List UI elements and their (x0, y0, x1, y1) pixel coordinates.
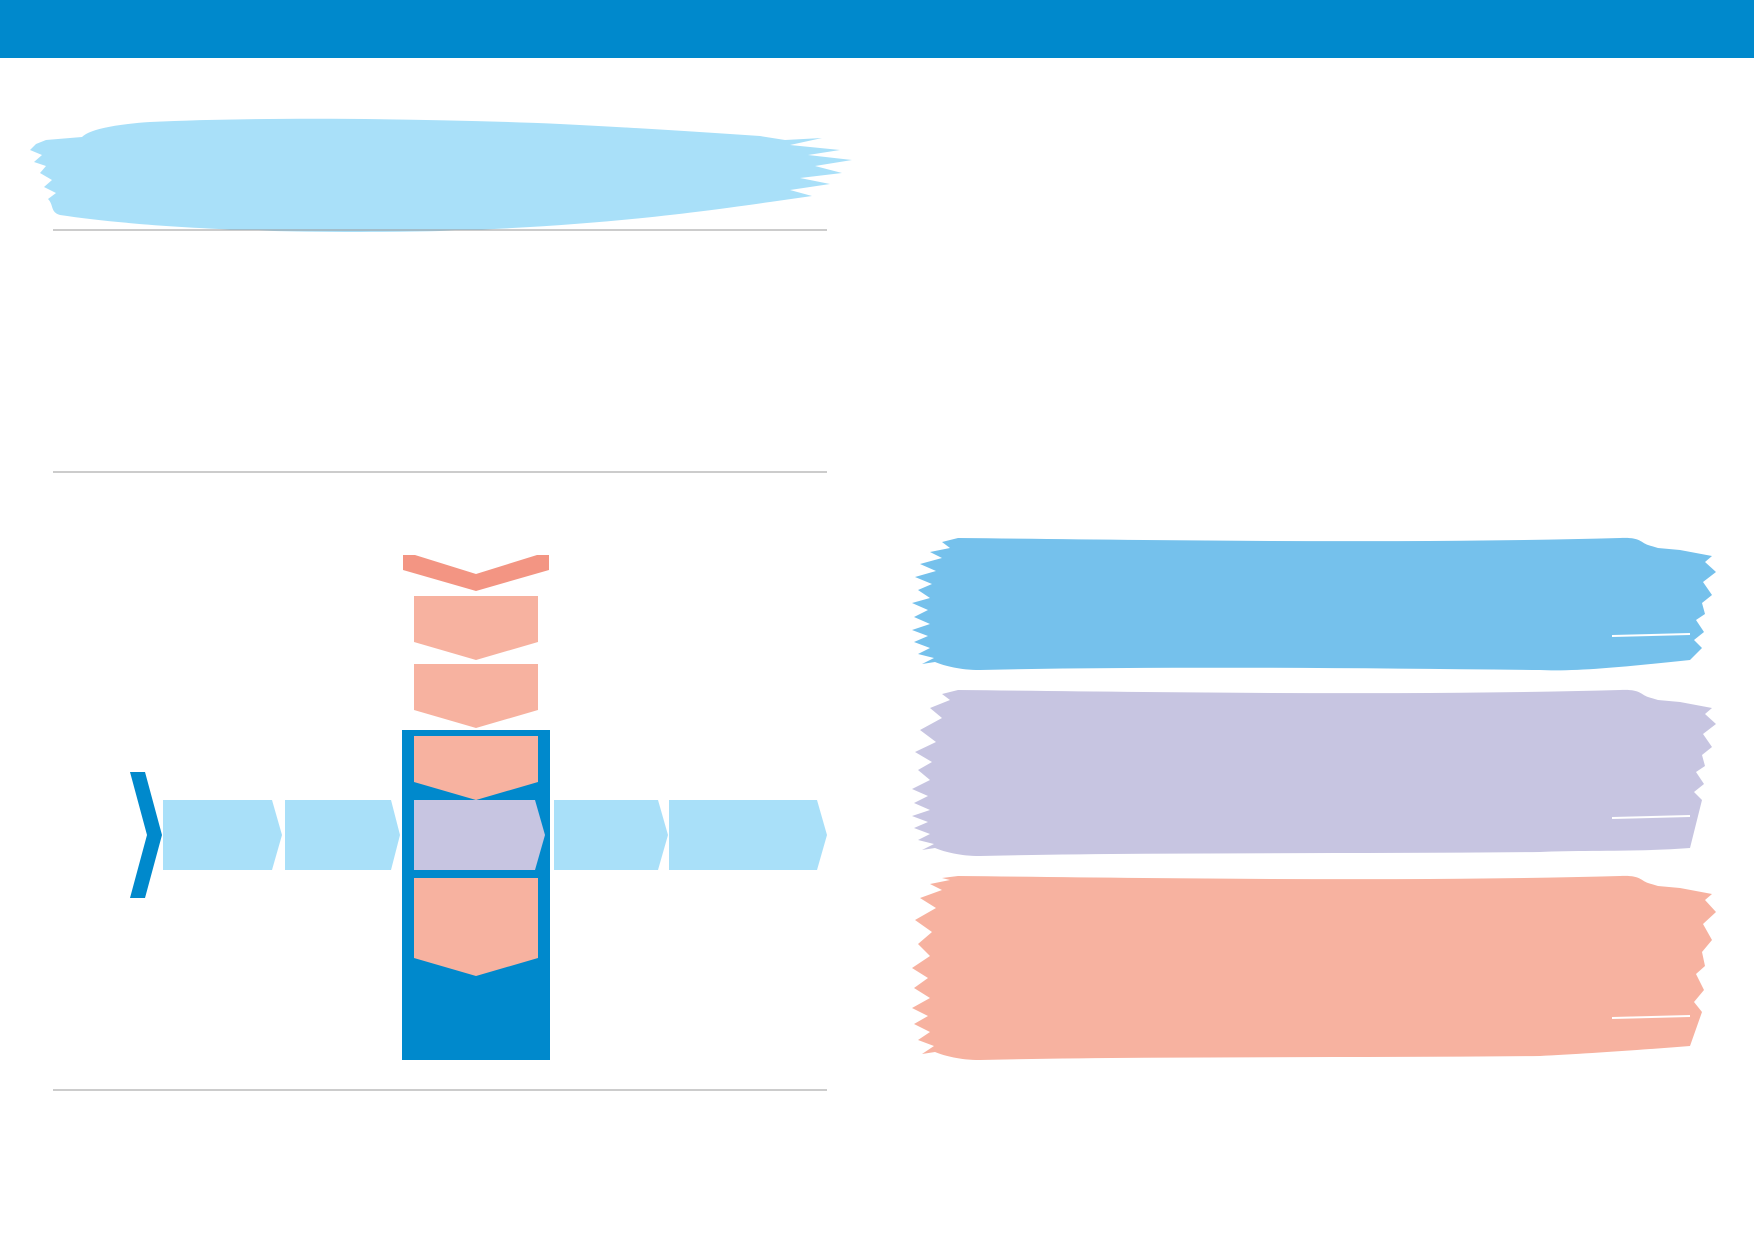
vertical-step-1 (414, 596, 538, 660)
brush-banner-lavender (912, 689, 1716, 856)
horizontal-step-4 (554, 800, 668, 870)
vertical-step-5 (414, 878, 538, 976)
brush-stroke-detail-3 (1611, 1015, 1691, 1019)
chevron-right-icon (130, 772, 162, 898)
horizontal-step-1 (163, 800, 282, 870)
chevron-down-icon (403, 555, 549, 591)
vertical-step-3 (414, 736, 538, 800)
header-bar (0, 0, 1754, 58)
horizontal-step-2 (285, 800, 400, 870)
vertical-step-2 (414, 664, 538, 728)
title-brush-banner (30, 118, 852, 232)
horizontal-step-5 (669, 800, 827, 870)
brush-banner-salmon (912, 875, 1716, 1060)
brush-stroke-detail-2 (1611, 815, 1691, 819)
brush-stroke-detail-1 (1611, 633, 1691, 637)
brush-banner-blue (912, 537, 1716, 671)
center-step (414, 800, 545, 870)
